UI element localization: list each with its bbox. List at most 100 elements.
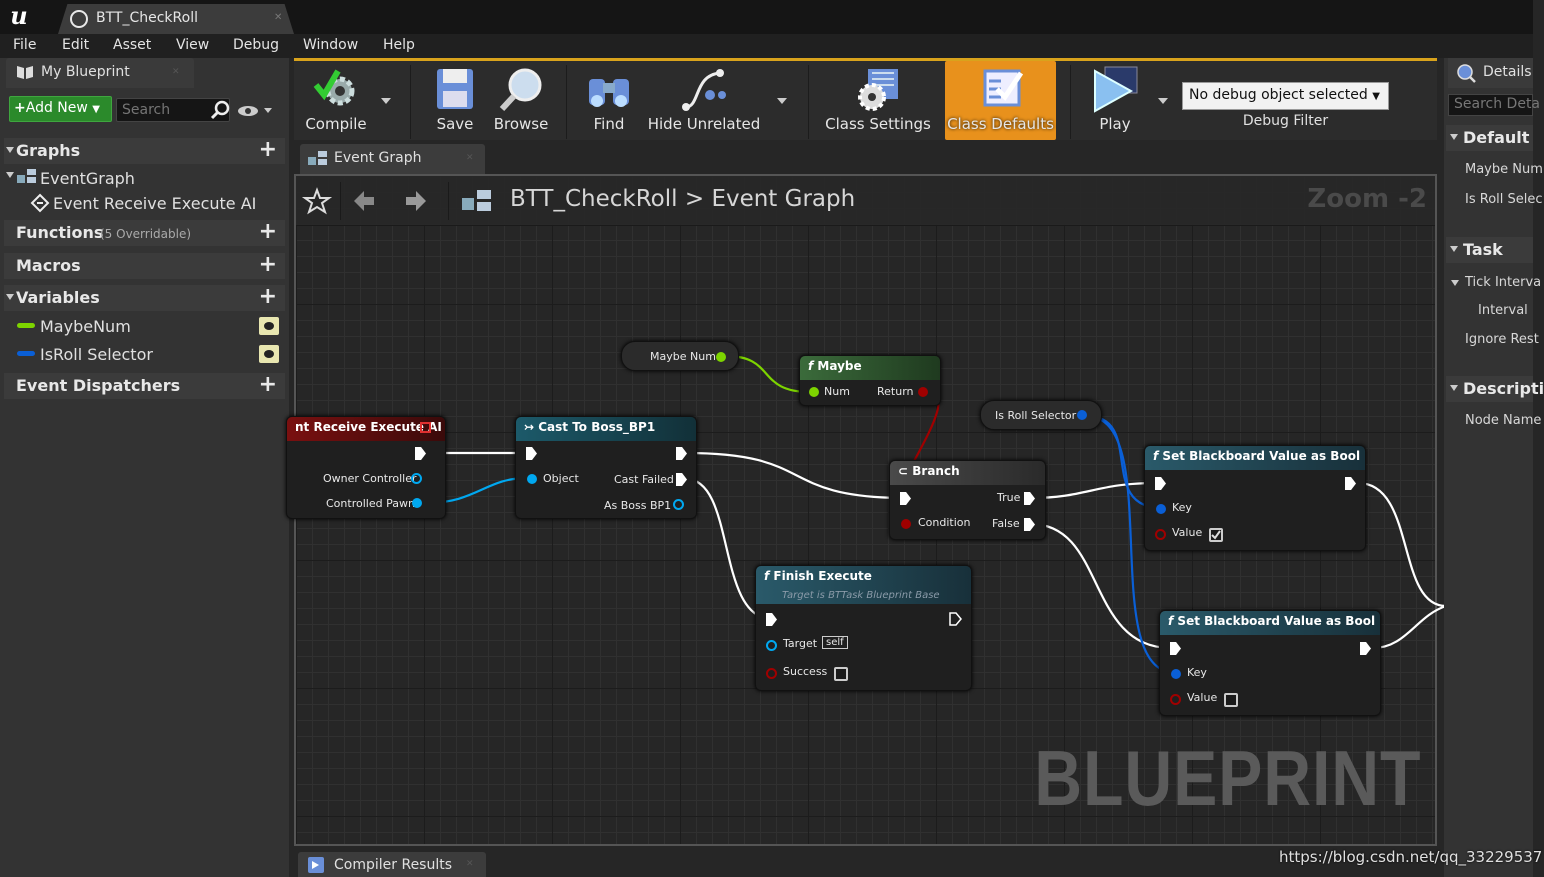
unreal-logo-icon[interactable]: u <box>10 1 28 30</box>
compiler-results-tab[interactable]: Compiler Results ✕ <box>298 852 486 877</box>
document-tab[interactable]: BTT_CheckRoll ✕ <box>58 4 294 34</box>
expand-arrow-icon[interactable] <box>1450 134 1458 140</box>
maybe-function-node[interactable]: f Maybe Num Return <box>799 355 941 406</box>
blueprint-graph-canvas[interactable]: BTT_CheckRoll > Event Graph Zoom -2 BLUE… <box>286 174 1447 846</box>
view-options-eye-icon[interactable] <box>237 104 275 118</box>
event-graph-tab[interactable]: Event Graph ✕ <box>300 144 485 174</box>
int-input-pin-icon[interactable] <box>809 387 819 397</box>
search-icon[interactable] <box>210 100 230 120</box>
branch-node[interactable]: ⊂ Branch True Condition False <box>889 460 1046 540</box>
breadcrumb-current[interactable]: Event Graph <box>711 186 856 212</box>
menu-asset[interactable]: Asset <box>113 37 152 53</box>
variables-section[interactable]: Variables + <box>4 285 285 311</box>
finish-execute-node[interactable]: f Finish Execute Target is BTTask Bluepr… <box>755 565 972 691</box>
exec-input-pin-icon[interactable] <box>1170 642 1181 655</box>
variable-item-isroll-selector[interactable]: IsRoll Selector <box>40 345 153 364</box>
exec-output-pin-icon[interactable] <box>1345 477 1356 490</box>
event-graph-item[interactable]: EventGraph <box>40 169 135 188</box>
is-roll-selector-getter-node[interactable]: Is Roll Selector <box>980 400 1102 430</box>
compile-options-chevron-icon[interactable] <box>381 98 391 104</box>
add-variable-button[interactable]: + <box>258 284 277 309</box>
object-output-pin-icon[interactable] <box>673 499 684 510</box>
close-tab-icon[interactable]: ✕ <box>274 12 283 23</box>
add-function-button[interactable]: + <box>258 219 277 244</box>
class-defaults-button[interactable]: Class Defaults <box>945 61 1056 140</box>
details-tab[interactable]: Details <box>1448 58 1533 88</box>
object-input-pin-icon[interactable] <box>766 640 777 651</box>
value-checkbox-checked[interactable] <box>1209 528 1223 542</box>
expand-arrow-icon[interactable] <box>6 294 14 300</box>
int-output-pin-icon[interactable] <box>716 352 726 362</box>
search-input[interactable] <box>116 98 230 122</box>
bool-output-pin-icon[interactable] <box>918 387 928 397</box>
close-tab-icon[interactable]: ✕ <box>466 153 474 163</box>
exec-output-pin-icon[interactable] <box>1024 518 1035 531</box>
functions-section[interactable]: Functions (5 Overridable) + <box>4 220 285 246</box>
details-section-description[interactable]: Descripti <box>1446 376 1544 402</box>
exec-output-pin-icon[interactable] <box>415 447 426 460</box>
expand-arrow-icon[interactable] <box>6 147 14 153</box>
exec-input-pin-icon[interactable] <box>526 447 537 460</box>
event-delegate-square-icon[interactable] <box>420 422 431 433</box>
exec-output-pin-icon[interactable] <box>676 473 687 486</box>
add-new-button[interactable]: +Add New ▼ <box>9 96 112 122</box>
compile-button[interactable]: Compile <box>298 61 374 140</box>
favorite-star-icon[interactable] <box>301 187 333 215</box>
exec-output-pin-icon[interactable] <box>1024 492 1035 505</box>
hide-unrelated-button[interactable]: Hide Unrelated <box>646 61 762 140</box>
cast-to-boss-node[interactable]: ↣ Cast To Boss_BP1 Object Cast Failed As… <box>515 416 697 519</box>
hide-unrelated-options-chevron-icon[interactable] <box>777 98 787 104</box>
struct-output-pin-icon[interactable] <box>1077 410 1087 420</box>
exec-output-pin-icon[interactable] <box>676 447 687 460</box>
exec-input-pin-icon[interactable] <box>1155 477 1166 490</box>
exec-output-pin-icon[interactable] <box>1360 642 1371 655</box>
bool-input-pin-icon[interactable] <box>901 519 911 529</box>
play-button[interactable]: Play <box>1080 61 1150 140</box>
menu-debug[interactable]: Debug <box>233 37 280 53</box>
menu-window[interactable]: Window <box>303 37 359 53</box>
maybe-num-getter-node[interactable]: Maybe Num <box>621 341 739 371</box>
visibility-eye-icon[interactable] <box>259 317 279 335</box>
save-button[interactable]: Save <box>422 61 488 140</box>
browse-button[interactable]: Browse <box>488 61 554 140</box>
value-checkbox[interactable] <box>1224 693 1238 707</box>
set-blackboard-bool-node-1[interactable]: f Set Blackboard Value as Bool Key Value <box>1144 445 1366 551</box>
macros-section[interactable]: Macros + <box>4 253 285 279</box>
exec-output-pin-empty-icon[interactable] <box>949 612 962 626</box>
details-section-task[interactable]: Task <box>1446 237 1533 263</box>
expand-arrow-icon[interactable] <box>6 172 14 178</box>
forward-arrow-icon[interactable] <box>404 189 428 213</box>
breadcrumb-root[interactable]: BTT_CheckRoll <box>510 186 678 212</box>
bool-input-pin-icon[interactable] <box>1155 529 1166 540</box>
object-input-pin-icon[interactable] <box>527 474 537 484</box>
menu-file[interactable]: File <box>13 37 37 53</box>
event-receive-execute-node[interactable]: nt Receive Execute AI Owner Controller C… <box>286 416 446 519</box>
menu-help[interactable]: Help <box>383 37 415 53</box>
my-blueprint-tab[interactable]: My Blueprint ✕ <box>6 58 194 88</box>
add-dispatcher-button[interactable]: + <box>258 372 277 397</box>
set-blackboard-bool-node-2[interactable]: f Set Blackboard Value as Bool Key Value <box>1159 610 1381 716</box>
expand-arrow-icon[interactable] <box>1451 280 1459 286</box>
add-macro-button[interactable]: + <box>258 252 277 277</box>
event-receive-execute-item[interactable]: Event Receive Execute AI <box>53 194 257 213</box>
add-graph-button[interactable]: + <box>258 137 277 162</box>
struct-input-pin-icon[interactable] <box>1156 504 1166 514</box>
struct-input-pin-icon[interactable] <box>1171 669 1181 679</box>
bool-input-pin-icon[interactable] <box>1170 694 1181 705</box>
event-dispatchers-section[interactable]: Event Dispatchers + <box>4 373 285 399</box>
close-tab-icon[interactable]: ✕ <box>466 859 474 869</box>
variable-item-maybenum[interactable]: MaybeNum <box>40 317 131 336</box>
class-settings-button[interactable]: Class Settings <box>822 61 934 140</box>
expand-arrow-icon[interactable] <box>1450 385 1458 391</box>
menu-view[interactable]: View <box>176 37 210 53</box>
details-section-default[interactable]: Default <box>1446 125 1533 151</box>
find-button[interactable]: Find <box>576 61 642 140</box>
visibility-eye-icon[interactable] <box>259 345 279 363</box>
back-arrow-icon[interactable] <box>352 189 376 213</box>
menu-edit[interactable]: Edit <box>62 37 90 53</box>
debug-object-select[interactable]: No debug object selected ▼ <box>1182 82 1389 110</box>
details-search-input[interactable]: Search Deta <box>1448 94 1540 116</box>
success-checkbox[interactable] <box>834 667 848 681</box>
object-output-pin-icon[interactable] <box>412 498 422 508</box>
bool-input-pin-icon[interactable] <box>766 668 777 679</box>
